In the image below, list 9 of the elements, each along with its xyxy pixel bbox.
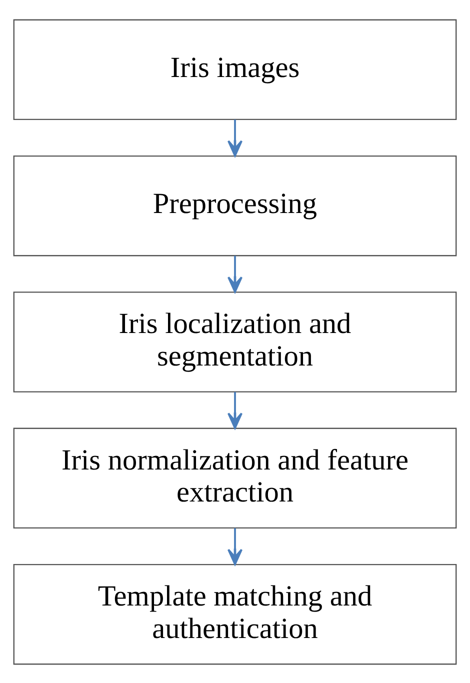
- node-box: Iris images: [13, 18, 457, 120]
- node-box: Iris normalization and feature extraction: [13, 427, 457, 528]
- node-box: Template matching and authentication: [13, 563, 457, 664]
- arrow: [227, 255, 243, 292]
- node-box: Preprocessing: [13, 154, 457, 256]
- node-box: Iris localization and segmentation: [13, 291, 457, 392]
- arrow: [227, 119, 243, 156]
- arrow: [227, 391, 243, 428]
- arrow: [227, 528, 243, 565]
